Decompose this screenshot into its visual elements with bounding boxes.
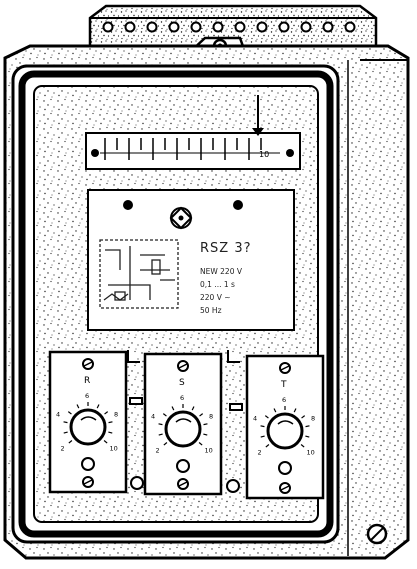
housing-screw-icon	[366, 523, 388, 545]
setting-module-r: R 2 4 6 8 10	[48, 350, 128, 494]
module-connectors	[130, 476, 240, 493]
setting-scale-strip: 10	[85, 95, 301, 170]
dial-tick	[63, 431, 68, 434]
dial-scale-label: 6	[282, 396, 286, 404]
module-t-letter: T	[280, 380, 287, 390]
module-s-indicator-lamp	[176, 459, 190, 473]
dial-scale-label: 10	[307, 449, 315, 457]
module-t-dial-knob[interactable]	[266, 412, 304, 450]
terminal-screw-icon	[124, 21, 136, 33]
dial-tick	[260, 435, 265, 438]
terminal-screw-icon	[278, 21, 290, 33]
dial-scale-label: 4	[151, 412, 155, 420]
dial-tick	[171, 406, 175, 411]
strip-screw-left-icon	[91, 149, 99, 157]
dial-scale-label: 4	[56, 410, 60, 418]
dial-tick	[63, 421, 68, 424]
dial-tick	[301, 415, 306, 419]
module-r-indicator-lamp	[81, 457, 95, 471]
dial-tick	[158, 423, 163, 426]
dial-tick	[305, 435, 310, 438]
dial-tick	[103, 440, 108, 444]
dial-tick	[260, 425, 265, 428]
setting-module-s: S 2 4 6 8 10	[143, 352, 223, 496]
plate-line-1: NEW 220 V	[200, 267, 243, 276]
terminal-screw-icon	[322, 21, 334, 33]
dial-scale-label: 8	[311, 414, 315, 422]
dial-tick	[96, 404, 100, 409]
dial-tick	[158, 433, 163, 436]
dial-tick	[68, 440, 73, 444]
dial-tick	[108, 431, 113, 434]
strip-screw-right-icon	[286, 149, 294, 157]
dial-scale-label: 2	[155, 447, 159, 455]
dial-tick	[265, 444, 270, 448]
terminal-screw-row	[102, 21, 356, 33]
dial-tick	[273, 408, 277, 413]
module-s-dial-knob[interactable]	[164, 410, 202, 448]
terminal-screw-icon	[146, 21, 158, 33]
model-label: RSZ 3?	[200, 241, 252, 256]
dial-scale-label: 6	[85, 392, 89, 400]
module-t-indicator-lamp	[278, 461, 292, 475]
dial-tick	[67, 411, 72, 415]
dial-tick	[198, 442, 203, 446]
dial-tick	[203, 423, 208, 426]
setting-module-t: T 2 4 6 8 10	[245, 354, 325, 500]
plate-line-3: 220 V ~	[200, 293, 231, 302]
plate-screw-right-icon	[233, 200, 243, 210]
dial-scale-label: 8	[209, 412, 213, 420]
dial-tick	[264, 415, 269, 419]
circuit-schematic	[99, 239, 179, 309]
module-r-letter: R	[84, 376, 90, 386]
plate-screw-left-icon	[123, 200, 133, 210]
dial-scale-label: 6	[180, 394, 184, 402]
dial-scale-label: 10	[110, 445, 118, 453]
dial-tick	[300, 444, 305, 448]
dial-tick	[305, 425, 310, 428]
dial-scale-label: 10	[205, 447, 213, 455]
terminal-screw-icon	[190, 21, 202, 33]
dial-tick	[108, 421, 113, 424]
terminal-screw-icon	[344, 21, 356, 33]
terminal-screw-icon	[300, 21, 312, 33]
strip-end-label: 10	[259, 150, 269, 159]
terminal-screw-icon	[168, 21, 180, 33]
terminal-screw-icon	[212, 21, 224, 33]
dial-tick	[163, 442, 168, 446]
dial-tick	[104, 411, 109, 415]
dial-tick	[199, 413, 204, 417]
terminal-screw-icon	[102, 21, 114, 33]
module-clips	[127, 350, 243, 411]
dial-tick	[162, 413, 167, 417]
dial-tick	[191, 406, 195, 411]
dial-scale-label: 4	[253, 414, 257, 422]
name-plate: RSZ 3? NEW 220 V 0,1 ... 1 s 220 V ~ 50 …	[87, 189, 295, 331]
dial-scale-label: 2	[60, 445, 64, 453]
dial-tick	[293, 408, 297, 413]
plate-line-4: 50 Hz	[200, 306, 222, 315]
dial-tick	[203, 433, 208, 436]
module-r-dial-knob[interactable]	[69, 408, 107, 446]
dial-scale-label: 2	[257, 449, 261, 457]
plate-line-2: 0,1 ... 1 s	[200, 280, 235, 289]
dial-tick	[76, 404, 80, 409]
module-s-letter: S	[179, 378, 185, 388]
manufacturer-logo-icon	[169, 206, 193, 230]
terminal-screw-icon	[234, 21, 246, 33]
dial-scale-label: 8	[114, 410, 118, 418]
terminal-screw-icon	[256, 21, 268, 33]
